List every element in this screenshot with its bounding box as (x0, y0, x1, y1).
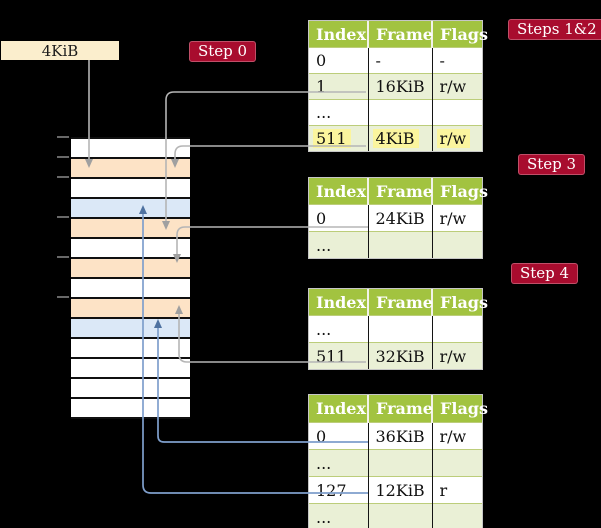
table-row-highlighted: 511 4KiB r/w (309, 125, 482, 151)
memory-frame-row-peach (71, 259, 190, 279)
memory-column (71, 137, 190, 419)
frame-size-box: 4KiB (1, 41, 119, 60)
index-column-header: Index (309, 289, 368, 316)
frame-column-header: Frame (367, 395, 433, 423)
memory-frame-row-white (71, 179, 190, 199)
table-row: ... (309, 99, 482, 126)
table-row: 0 36KiB r/w (309, 422, 482, 450)
memory-frame-row-white (71, 379, 190, 399)
page-table-leaf: Index Frame Flags 0 36KiB r/w ... 127 12… (308, 394, 488, 528)
table-row: ... (309, 231, 482, 258)
flags-column-header: Flags (431, 178, 488, 205)
flags-column-header: Flags (431, 289, 488, 316)
memory-tick-marks (57, 136, 69, 298)
frame-column-header: Frame (367, 178, 433, 205)
table-row: 127 12KiB r (309, 476, 482, 504)
memory-frame-row-blue (71, 319, 190, 339)
memory-frame-row-peach (71, 219, 190, 239)
step-0-label: Step 0 (189, 41, 257, 62)
table-header-row: Index Frame Flags (309, 21, 488, 48)
memory-frame-row-white (71, 339, 190, 359)
table-row: ... (309, 315, 482, 343)
index-column-header: Index (309, 178, 368, 205)
memory-frame-row-white (71, 139, 190, 159)
page-table-step-3: Index Frame Flags 0 24KiB r/w ... (308, 177, 488, 259)
step-3-label: Step 3 (518, 154, 586, 175)
index-column-header: Index (309, 395, 368, 423)
table-row: ... (309, 449, 482, 477)
highlighted-value: 511 (313, 129, 351, 148)
steps-1-2-label: Steps 1&2 (508, 19, 601, 40)
memory-frame-row-white (71, 359, 190, 379)
memory-frame-row-peach (71, 159, 190, 179)
table-row: 511 32KiB r/w (309, 342, 482, 369)
page-table-step-4: Index Frame Flags ... 511 32KiB r/w (308, 288, 488, 370)
frame-column-header: Frame (367, 289, 433, 316)
table-header-row: Index Frame Flags (309, 178, 488, 205)
flags-column-header: Flags (431, 21, 488, 48)
table-row: 0 - - (309, 47, 482, 74)
memory-frame-row-blue (71, 199, 190, 219)
flags-column-header: Flags (431, 395, 488, 423)
step-4-label: Step 4 (511, 263, 579, 284)
index-column-header: Index (309, 21, 368, 48)
memory-frame-row-white (71, 279, 190, 299)
memory-frame-row-peach (71, 299, 190, 319)
memory-frame-row-white (71, 399, 190, 419)
memory-frame-row-white (71, 239, 190, 259)
frame-column-header: Frame (367, 21, 433, 48)
page-table-steps-1-2: Index Frame Flags 0 - - 1 16KiB r/w ... (308, 20, 488, 152)
table-row: ... (309, 503, 482, 528)
highlighted-value: r/w (436, 129, 471, 148)
table-header-row: Index Frame Flags (309, 395, 488, 423)
table-row: 1 16KiB r/w (309, 73, 482, 100)
table-header-row: Index Frame Flags (309, 289, 488, 316)
table-row: 0 24KiB r/w (309, 204, 482, 232)
highlighted-value: 4KiB (372, 129, 419, 148)
